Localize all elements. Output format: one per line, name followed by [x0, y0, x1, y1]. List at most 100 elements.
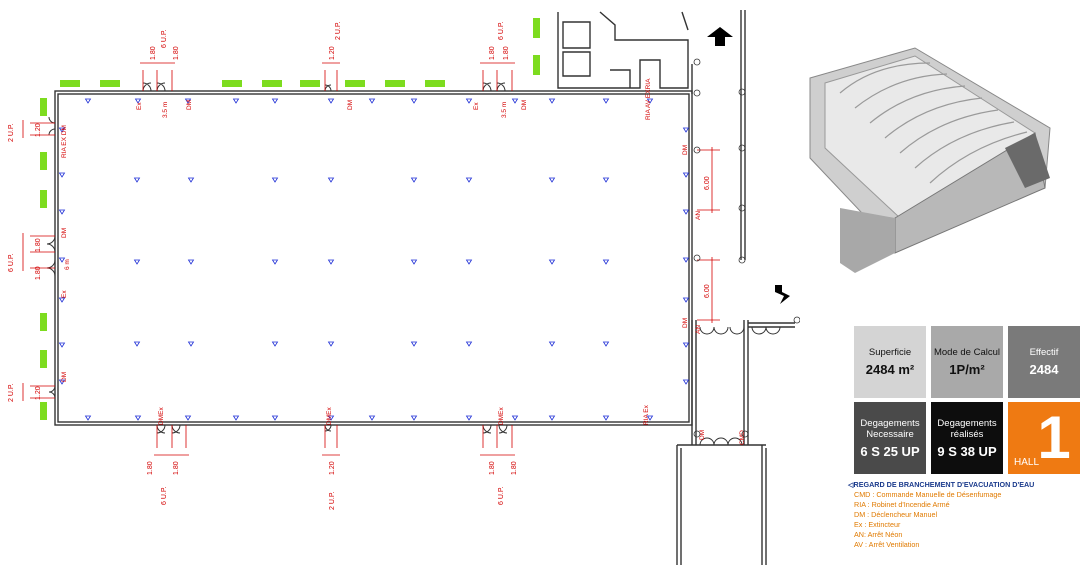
legend-item: CMD : Commande Manuelle de Désenfumage [854, 490, 1002, 499]
tile-mode-calcul: Mode de Calcul 1P/m² [931, 326, 1003, 398]
tag-top-ex-3: Ex [473, 102, 480, 110]
dim-bot-3a: 1.80 [489, 461, 496, 475]
tag-right-1: DM [682, 145, 689, 155]
floor-plan: 1.80 1.80 6 U.P. 1.20 2 U.P. 1.80 1.80 6… [8, 10, 800, 565]
sprinkler-marker-icon [133, 341, 141, 347]
sprinkler-marker-icon [368, 415, 376, 421]
sprinkler-marker-icon [465, 98, 473, 104]
sprinkler-marker-icon [232, 98, 240, 104]
hall-3d-render [809, 47, 1051, 273]
sprinkler-marker-icon [410, 341, 418, 347]
sprinkler-marker-icon [84, 98, 92, 104]
sprinkler-marker-icon [646, 415, 654, 421]
tile-deg-realises: Degagements réalisés 9 S 38 UP [931, 402, 1003, 474]
dim-left-2a: 1.80 [35, 238, 42, 252]
dim-left-3-up: 2 U.P. [8, 383, 15, 402]
dim-bot-3b: 1.80 [511, 461, 518, 475]
sprinkler-marker-icon [327, 259, 335, 265]
sprinkler-marker-icon [682, 257, 690, 263]
sprinkler-marker-icon [58, 342, 66, 348]
dim-left-3a: 1.20 [35, 386, 42, 400]
vent-symbols [693, 58, 800, 438]
legend-item: AV : Arrêt Ventilation [854, 540, 920, 549]
sprinkler-marker-icon [134, 415, 142, 421]
sprinkler-marker-icon [271, 415, 279, 421]
exit-path-markers [40, 18, 540, 420]
dim-bot-3-up: 6 U.P. [498, 486, 505, 505]
hall-label: HALL [1014, 457, 1040, 468]
sprinkler-marker-icon [682, 209, 690, 215]
sprinkler-marker-icon [682, 297, 690, 303]
dimension-lines [22, 62, 720, 456]
sprinkler-marker-icon [271, 341, 279, 347]
tag-right-3: DM [682, 318, 689, 328]
sprinkler-markers [58, 98, 690, 421]
dim-left-2-up: 6 U.P. [8, 253, 15, 272]
deg-realises-value: 9 S 38 UP [937, 443, 997, 459]
sprinkler-marker-icon [58, 209, 66, 215]
effectif-label: Effectif [1029, 347, 1059, 358]
tag-right-2: AN [695, 211, 702, 220]
sign-top-3: 3.5 m [501, 102, 508, 118]
sprinkler-marker-icon [682, 342, 690, 348]
tile-superficie: Superficie 2484 m² [854, 326, 926, 398]
sprinkler-marker-icon [548, 259, 556, 265]
sprinkler-marker-icon [602, 259, 610, 265]
sprinkler-marker-icon [327, 177, 335, 183]
tag-left-3: DM [61, 372, 68, 382]
legend-item: DM : Déclencheur Manuel [854, 510, 938, 519]
sprinkler-marker-icon [602, 415, 610, 421]
sprinkler-marker-icon [602, 341, 610, 347]
deg-necessaire-value: 6 S 25 UP [860, 443, 920, 459]
tag-left-2b: Ex [61, 290, 68, 298]
sprinkler-marker-icon [327, 415, 335, 421]
tag-top-dm-2: DM [347, 100, 354, 110]
tile-effectif: Effectif 2484 [1008, 326, 1080, 398]
tag-left-2: DM [61, 228, 68, 238]
sprinkler-marker-icon [133, 259, 141, 265]
sprinkler-marker-icon [511, 98, 519, 104]
sprinkler-marker-icon [410, 415, 418, 421]
sprinkler-marker-icon [602, 98, 610, 104]
dim-top-1-up: 6 U.P. [161, 29, 168, 48]
deg-realises-label: Degagements réalisés [937, 417, 997, 440]
tile-deg-necessaire: Degagements Necessaire 6 S 25 UP [854, 402, 926, 474]
dim-top-1a: 1.80 [150, 46, 157, 60]
dim-right-1: 6.00 [704, 176, 711, 190]
tag-right-6: CMD [739, 430, 746, 445]
tag-bot-1: DMEx [158, 407, 165, 425]
sprinkler-marker-icon [58, 172, 66, 178]
north-arrow-icon [707, 27, 733, 46]
dim-right-2: 6.00 [704, 284, 711, 298]
tag-bot-2: DMEx [326, 407, 333, 425]
tag-bot-3: DMEx [498, 407, 505, 425]
sprinkler-marker-icon [187, 259, 195, 265]
sprinkler-marker-icon [327, 98, 335, 104]
tag-top-ex-1: Ex [136, 102, 143, 110]
sprinkler-marker-icon [187, 341, 195, 347]
hall-walls [54, 10, 795, 565]
sprinkler-marker-icon [465, 177, 473, 183]
legend-item: Ex : Extincteur [854, 520, 901, 529]
drain-icon: ◁ [848, 480, 854, 489]
tag-right-4: AN [695, 325, 702, 334]
tag-left-1: RIA EX DM [61, 125, 68, 158]
sprinkler-marker-icon [682, 172, 690, 178]
dim-top-3-up: 6 U.P. [498, 21, 505, 40]
sprinkler-marker-icon [646, 98, 654, 104]
dim-top-3a: 1.80 [489, 46, 496, 60]
hall-number: 1 [1037, 404, 1071, 471]
sprinkler-marker-icon [327, 341, 335, 347]
sprinkler-marker-icon [465, 341, 473, 347]
sprinkler-marker-icon [410, 259, 418, 265]
sprinkler-marker-icon [410, 98, 418, 104]
sprinkler-marker-icon [84, 415, 92, 421]
tag-top-right: RIA AV EXRIA [645, 78, 652, 120]
deg-necessaire-label: Degagements Necessaire [860, 417, 920, 440]
dim-left-1a: 1.20 [35, 123, 42, 137]
sprinkler-marker-icon [410, 177, 418, 183]
dim-bot-1b: 1.80 [173, 461, 180, 475]
sprinkler-marker-icon [232, 415, 240, 421]
sprinkler-marker-icon [187, 177, 195, 183]
sprinkler-marker-icon [58, 379, 66, 385]
